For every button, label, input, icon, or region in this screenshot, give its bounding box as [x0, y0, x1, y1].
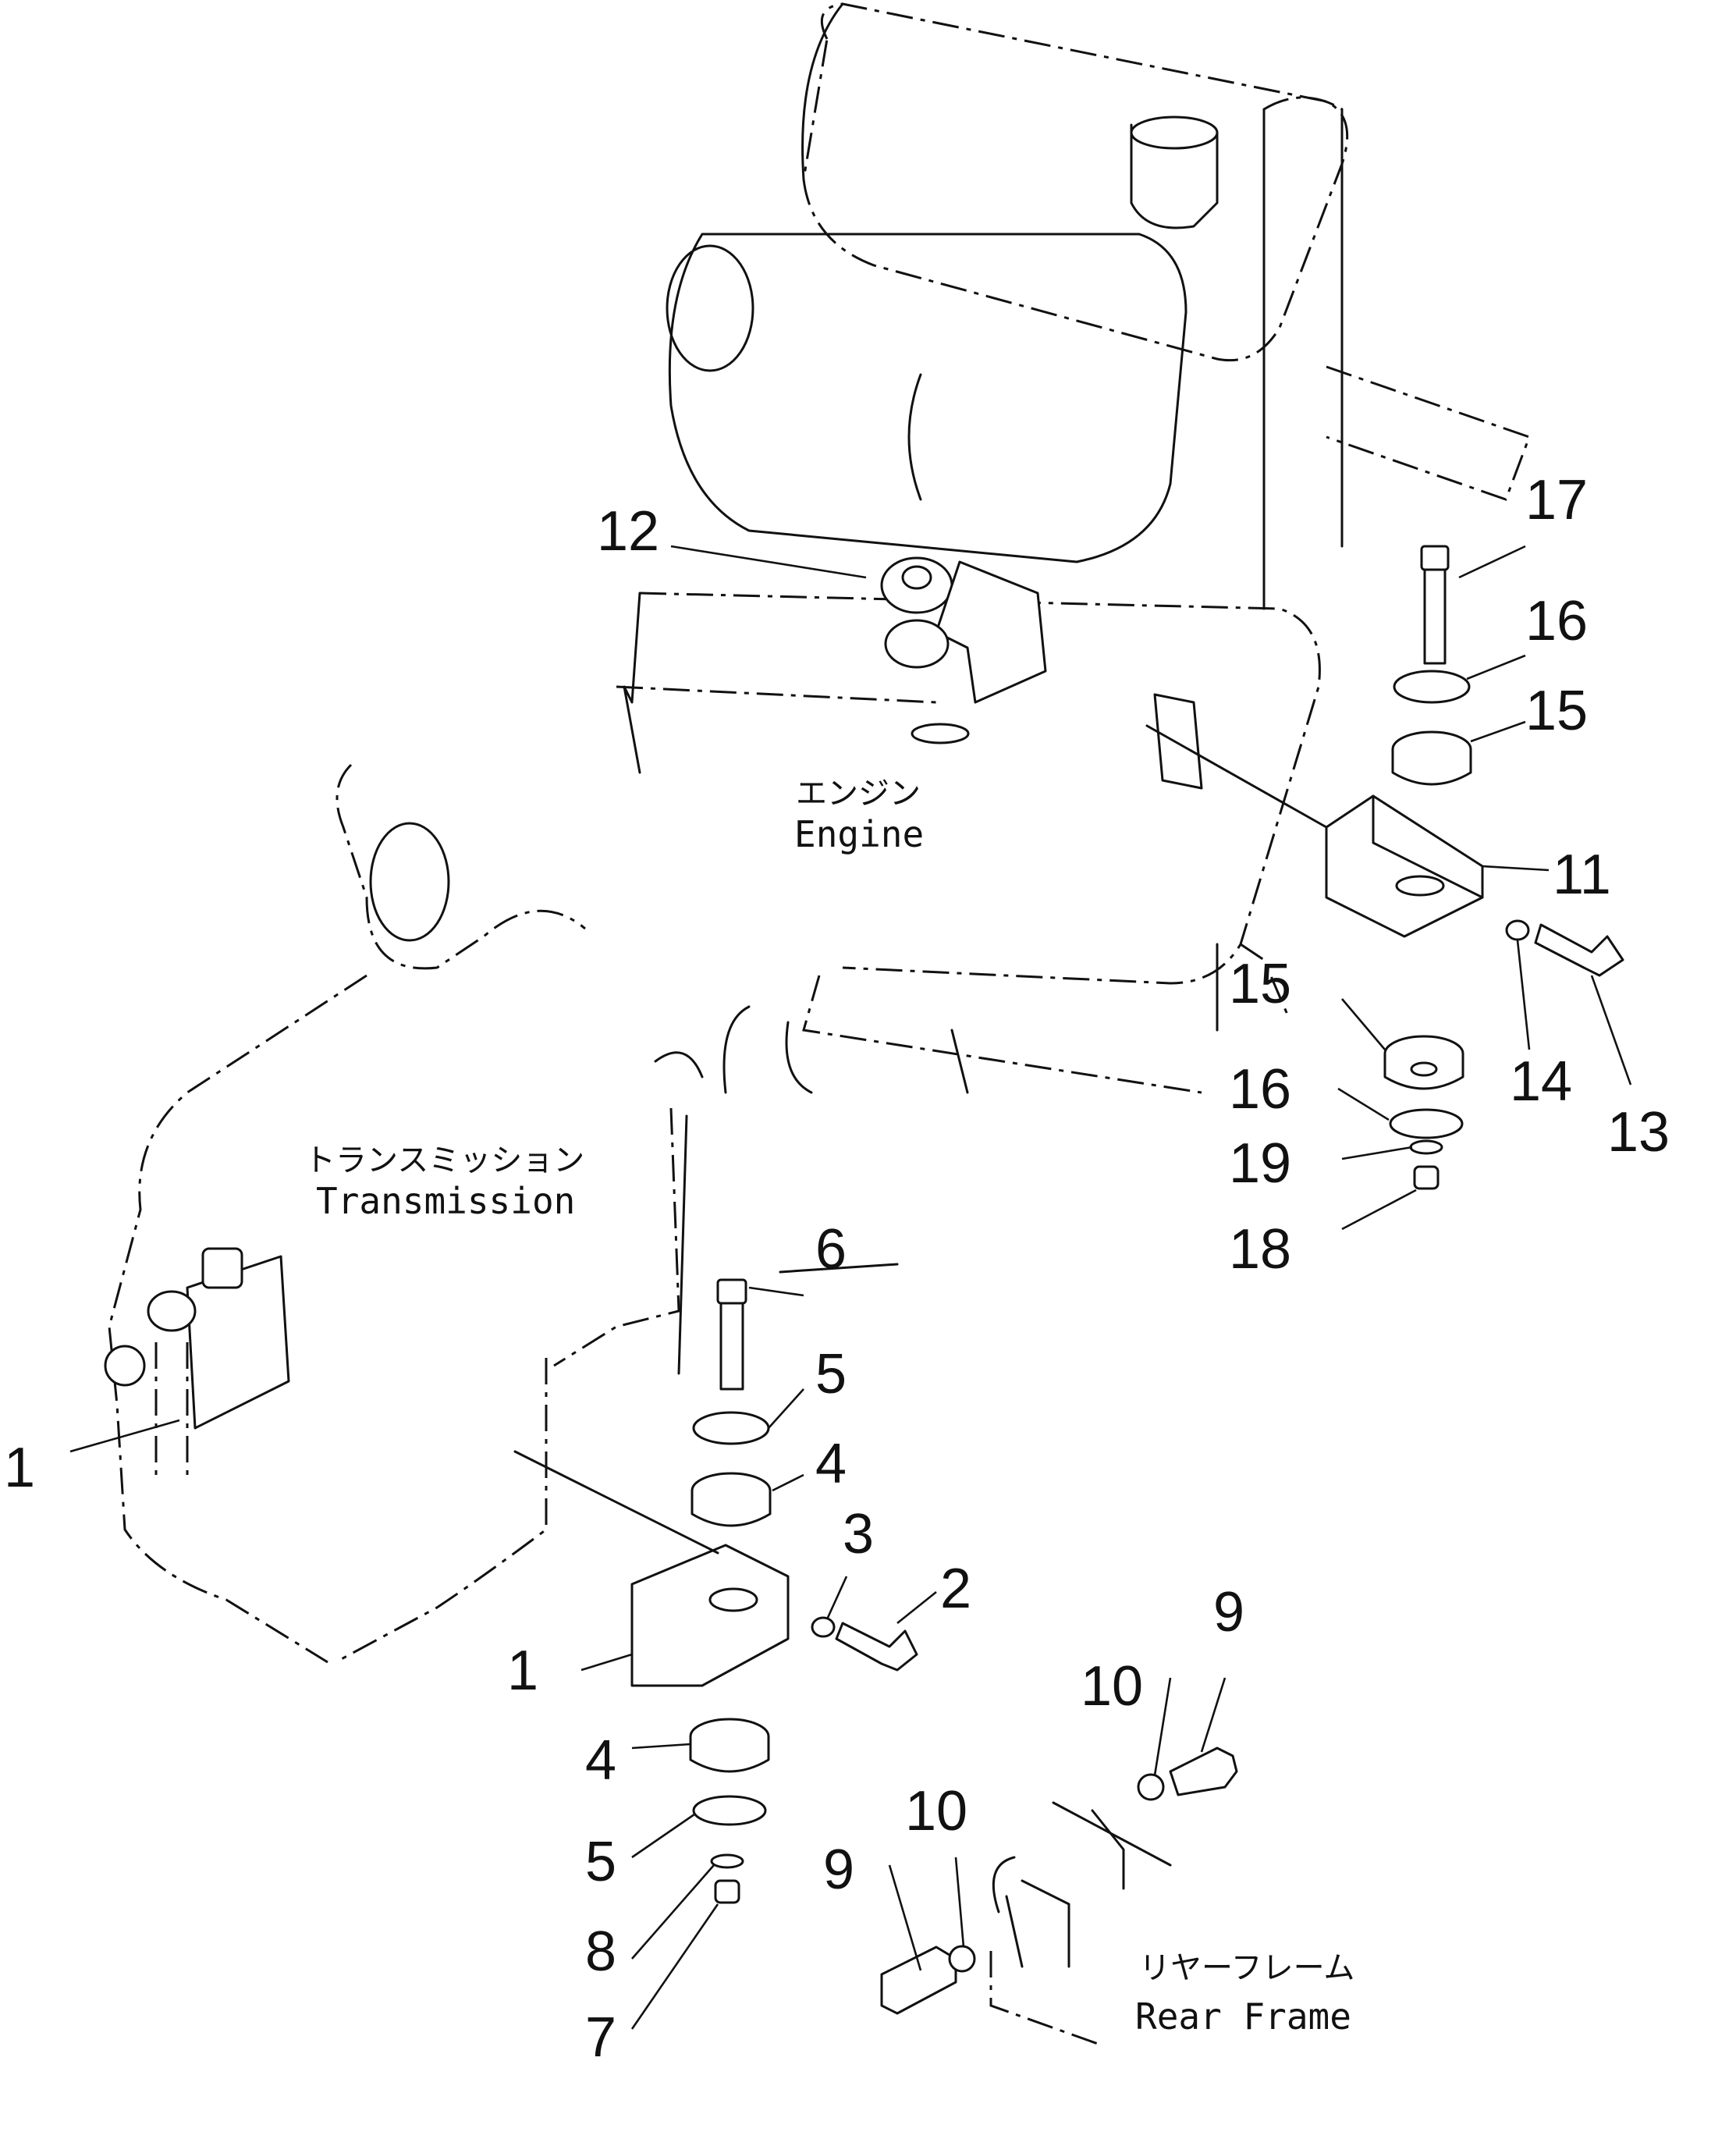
- callout-9-upper: 9: [1213, 1581, 1244, 1643]
- callout-2: 2: [940, 1558, 971, 1620]
- callout-13: 13: [1607, 1101, 1670, 1164]
- callout-3: 3: [843, 1503, 874, 1565]
- callout-5-lower: 5: [585, 1831, 616, 1893]
- right-lower-stack: [1383, 919, 1624, 1190]
- callout-5-upper: 5: [815, 1343, 847, 1405]
- rear-frame-bolts: [880, 1746, 1238, 2015]
- callout-19: 19: [1229, 1132, 1291, 1195]
- callout-17: 17: [1525, 469, 1588, 531]
- callout-15-upper: 15: [1525, 680, 1588, 742]
- callout-10-upper: 10: [1081, 1655, 1143, 1718]
- callout-1-left: 1: [4, 1437, 35, 1499]
- rear-frame-outline: [989, 1801, 1172, 2046]
- callout-numbers: 17 16 15 11 15 14 13 16 19 18 12 6 5 4 3…: [4, 469, 1670, 2069]
- engine-label-en: Engine: [794, 813, 924, 855]
- lower-center-stack: [513, 1278, 918, 1904]
- transmission-label-en: Transmission: [316, 1180, 575, 1222]
- assembly-labels: エンジン Engine トランスミッション Transmission リヤーフレ…: [304, 776, 1354, 2038]
- callout-6: 6: [815, 1218, 847, 1281]
- callout-16-lower: 16: [1229, 1058, 1291, 1121]
- callout-8: 8: [585, 1921, 616, 1983]
- callout-7: 7: [585, 2006, 616, 2069]
- bracket-part-11: [1145, 693, 1484, 938]
- callout-4-lower: 4: [585, 1729, 616, 1792]
- rear-frame-label-en: Rear Frame: [1135, 1995, 1351, 2038]
- callout-9-lower: 9: [823, 1839, 854, 1901]
- rear-frame-label-jp: リヤーフレーム: [1139, 1950, 1354, 1986]
- engine-label-jp: エンジン: [796, 776, 921, 812]
- transmission-side-mount: [104, 1247, 290, 1483]
- callout-4-upper: 4: [815, 1433, 847, 1495]
- callout-11: 11: [1553, 844, 1611, 906]
- right-upper-stack: [1391, 545, 1472, 786]
- transmission-label-jp: トランスミッション: [304, 1142, 584, 1178]
- callout-18: 18: [1229, 1218, 1291, 1281]
- leader-lines: [69, 545, 1632, 2030]
- callout-14: 14: [1510, 1050, 1572, 1113]
- engine-outline: [616, 2, 1531, 1094]
- callout-16-upper: 16: [1525, 590, 1588, 652]
- engine-front-mount-part-12: [880, 556, 1047, 704]
- transmission-outline: [108, 723, 970, 1664]
- callout-12: 12: [597, 500, 659, 563]
- callout-1-center: 1: [507, 1640, 538, 1702]
- callout-15-lower: 15: [1229, 953, 1291, 1015]
- callout-10-lower: 10: [905, 1780, 967, 1842]
